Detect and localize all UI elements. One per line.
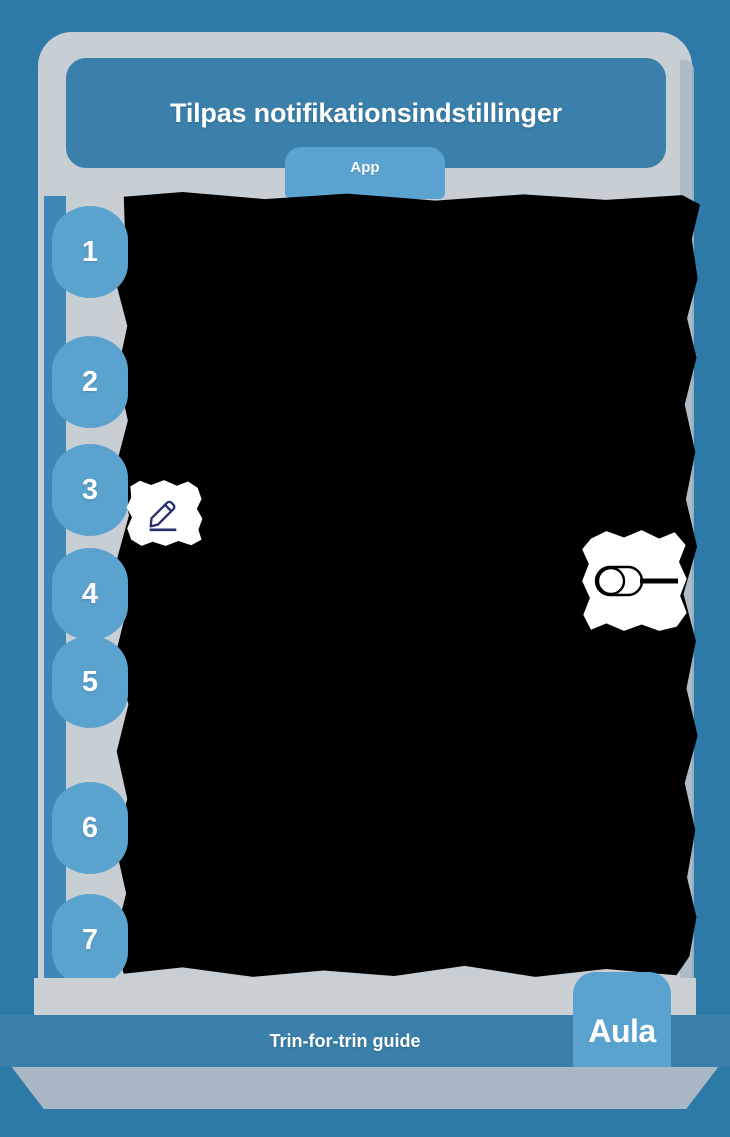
footer-shadow-trapezoid [11, 1067, 719, 1109]
tab-app[interactable]: App [285, 147, 445, 199]
edit-icon-patch [126, 480, 203, 546]
toggle-switch-off-icon [594, 565, 678, 597]
step-bubble-1[interactable]: 1 [52, 206, 128, 298]
footer-label: Trin-for-trin guide [269, 1030, 421, 1051]
pencil-edit-icon [149, 500, 177, 532]
step-rail: 1 2 3 4 5 6 7 [44, 196, 128, 986]
step-bubble-7[interactable]: 7 [52, 894, 128, 986]
step-bubble-5[interactable]: 5 [52, 636, 128, 728]
step-bubble-2[interactable]: 2 [52, 336, 128, 428]
step-bubble-4[interactable]: 4 [52, 548, 128, 640]
aula-logo-text: Aula [588, 1012, 656, 1049]
page-title: Tilpas notifikationsindstillinger [170, 97, 562, 128]
step-bubble-6[interactable]: 6 [52, 782, 128, 874]
toggle-icon-patch [582, 530, 687, 631]
step-bubble-3[interactable]: 3 [52, 444, 128, 536]
